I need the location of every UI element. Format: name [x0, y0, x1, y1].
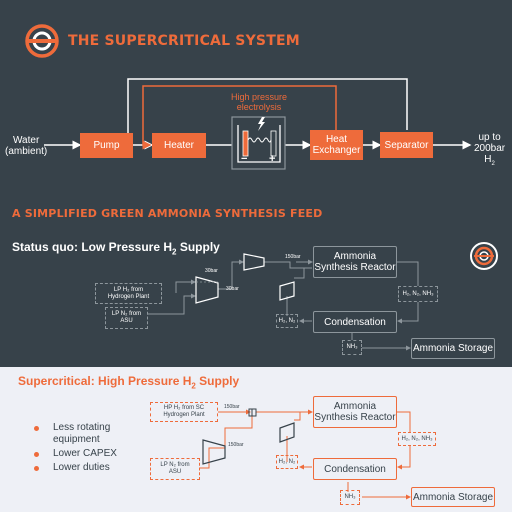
- sq-recycle-stream: H₂, N₂: [276, 314, 298, 328]
- page-title: THE SUPERCRITICAL SYSTEM: [68, 33, 300, 49]
- section-title: A SIMPLIFIED GREEN AMMONIA SYNTHESIS FEE…: [12, 207, 323, 220]
- plus-sign: +: [269, 153, 276, 165]
- heater-box: Heater: [152, 133, 206, 158]
- pump-box: Pump: [80, 133, 133, 158]
- pressure-30bar-b: 30bar: [226, 286, 239, 292]
- lp-n2-source: LP N₂ from ASU: [105, 307, 148, 329]
- benefit-item: Less rotating equipment: [33, 422, 133, 446]
- benefits-list: Less rotating equipment Lower CAPEX Lowe…: [33, 422, 133, 476]
- hp-h2-source: HP H₂ from SC Hydrogen Plant: [150, 402, 218, 422]
- electrolysis-label: High pressure electrolysis: [230, 92, 288, 112]
- sc-condensation-box: Condensation: [313, 458, 397, 480]
- sc-storage-box: Ammonia Storage: [411, 487, 495, 507]
- minus-sign: −: [241, 153, 248, 165]
- water-label: Water (ambient): [5, 135, 48, 157]
- sq-nh3-stream: NH₃: [342, 340, 362, 355]
- benefit-item: Lower CAPEX: [33, 448, 133, 460]
- sq-condensation-box: Condensation: [313, 311, 397, 333]
- pressure-30bar-a: 30bar: [205, 268, 218, 274]
- sq-reactor-box: Ammonia Synthesis Reactor: [313, 246, 397, 278]
- separator-box: Separator: [380, 132, 433, 158]
- sc-nh3-stream: NH₃: [340, 490, 360, 505]
- dark-panel: [0, 0, 512, 367]
- sq-storage-box: Ammonia Storage: [411, 338, 495, 359]
- heat-exchanger-box: Heat Exchanger: [310, 130, 363, 160]
- status-quo-title: Status quo: Low Pressure H2 Supply: [12, 240, 220, 257]
- sc-mix-stream: H₂, N₂, NH₃: [398, 432, 436, 446]
- pressure-150bar-a: 150bar: [224, 404, 240, 410]
- lightning-icon: [258, 117, 265, 131]
- pressure-150bar-b: 150bar: [228, 442, 244, 448]
- sq-mix-stream: H₂, N₂, NH₃: [398, 286, 438, 302]
- sc-reactor-box: Ammonia Synthesis Reactor: [313, 396, 397, 428]
- pressure-150bar: 150bar: [285, 254, 301, 260]
- coil-icon: [247, 137, 272, 143]
- sc-recycle-stream: H₂, N₂: [276, 455, 298, 469]
- benefit-item: Lower duties: [33, 462, 133, 474]
- supercritical-title: Supercritical: High Pressure H2 Supply: [18, 374, 240, 391]
- lp-h2-source: LP H₂ from Hydrogen Plant: [95, 283, 162, 304]
- lp-n2-source-sc: LP N₂ from ASU: [150, 458, 200, 480]
